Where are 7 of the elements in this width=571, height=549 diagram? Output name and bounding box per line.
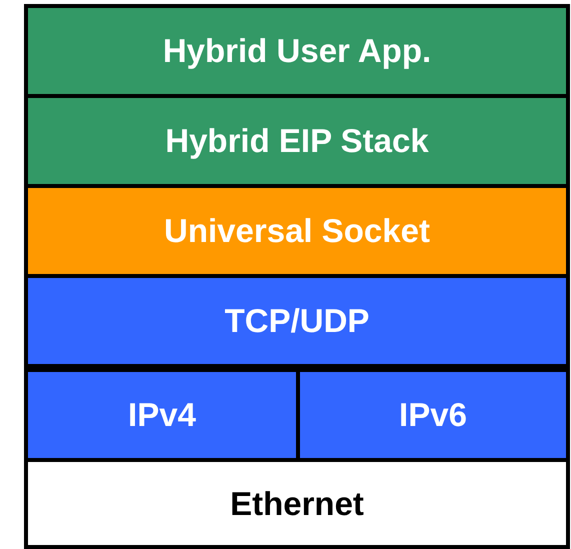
- layer-label: Hybrid EIP Stack: [165, 122, 429, 160]
- layer-label: IPv4: [128, 396, 196, 434]
- layer-label: Hybrid User App.: [162, 32, 432, 70]
- layer-label: Ethernet: [230, 484, 364, 522]
- layer-label: Universal Socket: [164, 212, 430, 250]
- layer-label: TCP/UDP: [224, 302, 370, 340]
- layer-label: IPv6: [399, 396, 467, 434]
